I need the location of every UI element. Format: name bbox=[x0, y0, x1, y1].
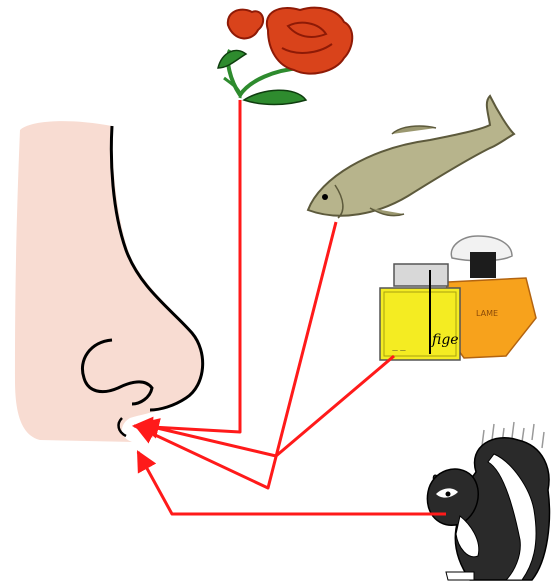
svg-text:— —: — — bbox=[392, 347, 406, 354]
arrow-skunk bbox=[138, 452, 446, 514]
nose-outline-icon bbox=[15, 121, 204, 442]
skunk-icon bbox=[427, 422, 549, 580]
rose-icon bbox=[218, 8, 352, 105]
perfume-back-label: LAME bbox=[476, 309, 498, 318]
perfume-front-label: fige bbox=[431, 332, 459, 348]
fish-icon bbox=[308, 96, 514, 218]
perfume-bottles-icon: LAME — — fige bbox=[380, 236, 536, 360]
nose-skin bbox=[15, 121, 204, 442]
